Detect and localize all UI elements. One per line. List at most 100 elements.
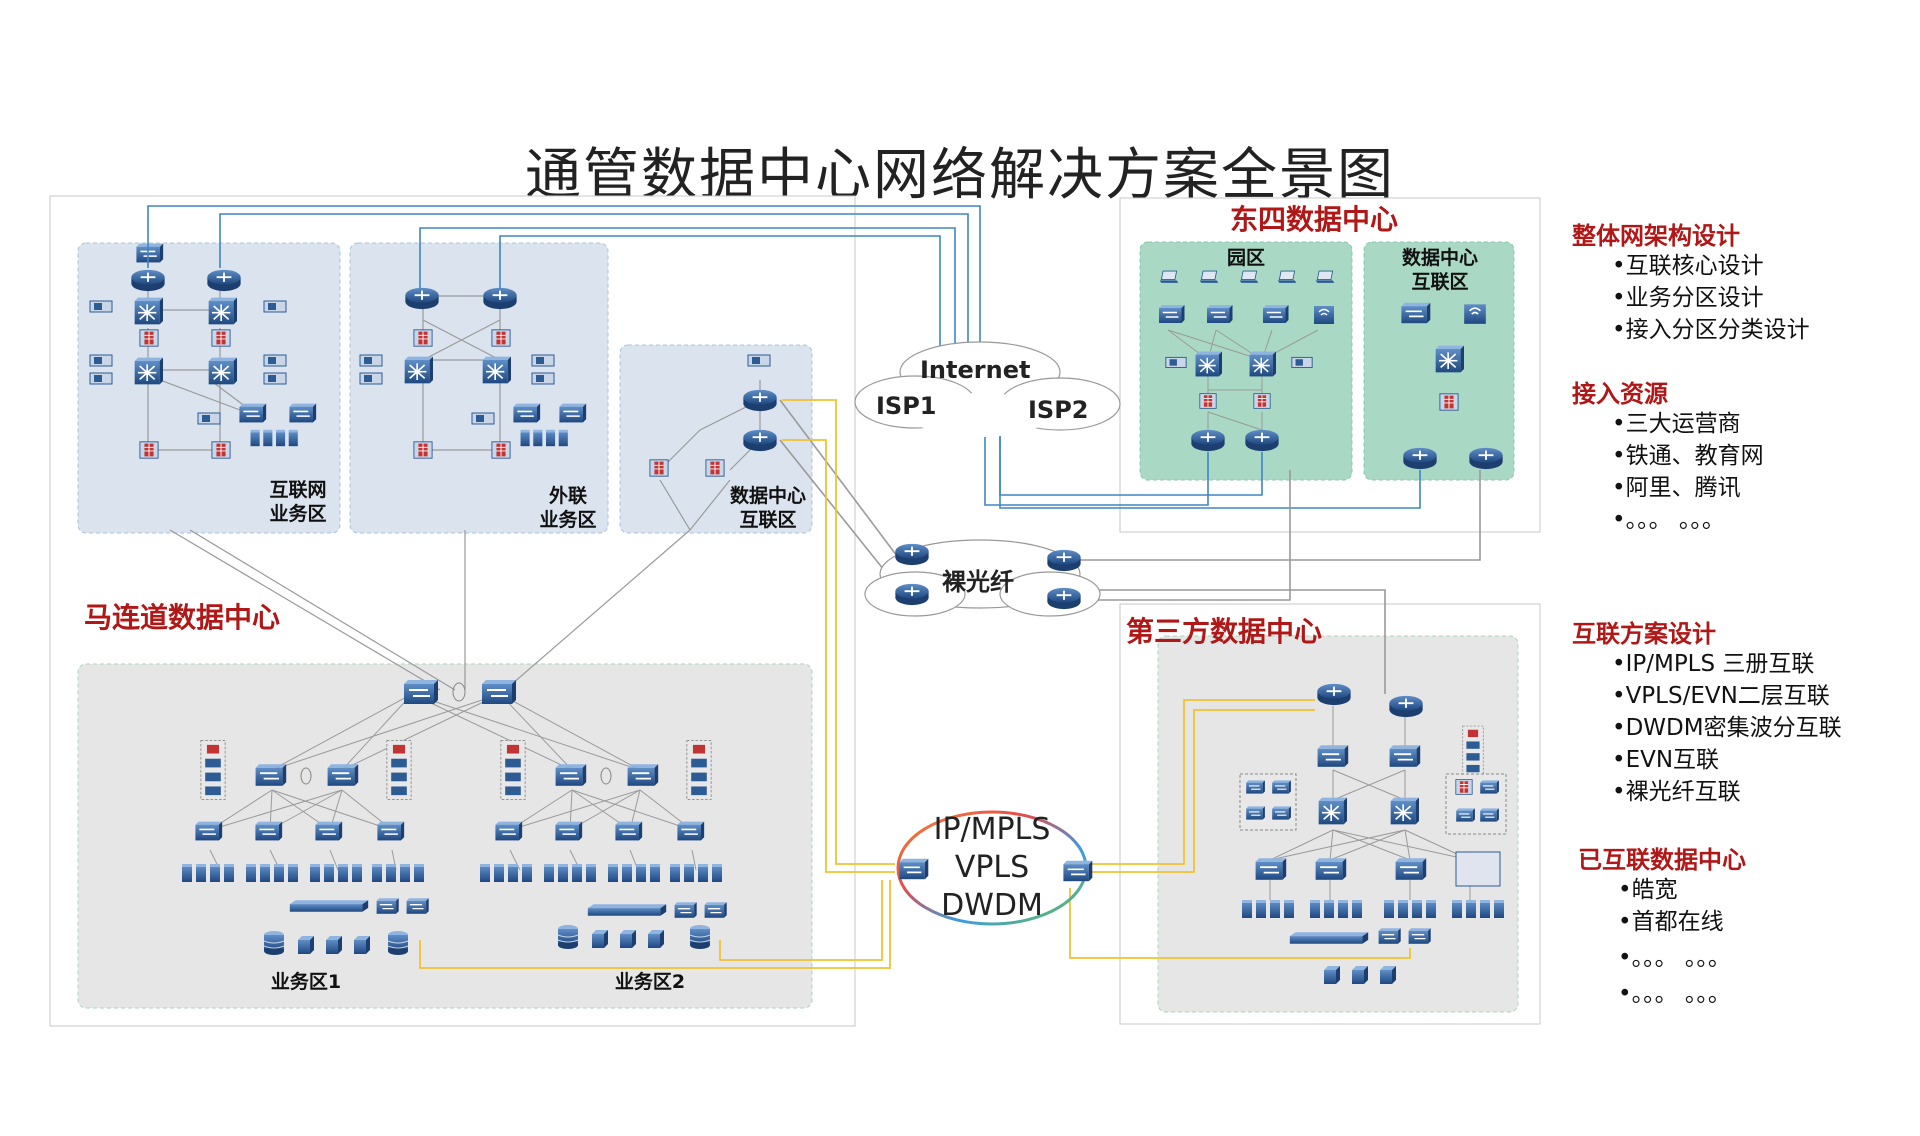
sidebar-item: •三大运营商 [1612,411,1741,437]
firewall-icon [1199,393,1217,409]
zone-campus [1139,241,1353,481]
zone-label-dc-interconnect-left: 数据中心 互联区 [729,485,806,531]
sidebar-item: •互联核心设计 [1612,253,1764,279]
storage-icon [387,930,409,956]
sidebar-item: •。。。 。。。 [1612,507,1725,533]
sidebar-item: •首都在线 [1618,909,1724,935]
sidebar-heading-connected-dcs: 已互联数据中心 [1578,846,1746,874]
cloud-label-isp2: ISP2 [1028,396,1089,424]
router-icon [1046,586,1082,610]
router-icon [894,542,930,566]
core-switch-icon [481,355,512,385]
router-icon [206,268,242,292]
ring-label-ip-mpls: IP/MPLS [933,812,1051,847]
campus-links [1167,329,1319,431]
ring-label-vpls: VPLS [954,850,1030,885]
sidebar-item: •EVN互联 [1612,747,1720,773]
access-point-icon [1313,305,1335,325]
cloud-label-isp1: ISP1 [876,392,937,420]
zone-label-campus: 园区 [1226,247,1265,269]
zone-external-business [349,242,609,534]
access-point-icon [1463,303,1487,325]
sidebar-item: •DWDM密集波分互联 [1612,715,1842,741]
firewall-icon [1253,393,1271,409]
firewall-icon [491,441,511,459]
sidebar-item: •VPLS/EVN二层互联 [1612,683,1830,709]
core-switch-icon [1434,344,1465,374]
storage-icon [557,924,579,950]
ring-label-dwdm: DWDM [941,888,1043,923]
zone-business-area [77,663,813,1009]
firewall-icon [211,329,231,347]
business-area-links [209,693,697,871]
sidebar-item: •铁通、教育网 [1612,443,1764,469]
firewall-icon [139,329,159,347]
firewall-icon [491,329,511,347]
storage-icon [263,930,285,956]
sidebar-item: •皓宽 [1618,877,1678,903]
router-icon [742,428,778,452]
laptop-icon [1239,270,1259,284]
core-switch-icon [133,296,164,326]
core-switch-icon [207,356,238,386]
router-icon [1402,446,1438,470]
core-switch-icon [133,356,164,386]
router-icon [1046,548,1082,572]
blue-links [147,205,1421,509]
gray-links [779,399,1481,694]
zone-label-business2: 业务区2 [614,971,686,993]
zone-label-dc-interconnect-right: 数据中心 互联区 [1401,247,1478,293]
aggregation-switch-icon [481,679,517,705]
firewall-icon [211,441,231,459]
sidebar-item: •接入分区分类设计 [1612,317,1810,343]
firewall-icon [705,459,725,477]
router-icon [1316,682,1352,706]
yellow-links [419,399,1411,969]
core-switch-icon [403,355,434,385]
sidebar-item: •阿里、腾讯 [1612,475,1741,501]
aggregation-switch-icon [403,679,439,705]
core-switch-icon [1389,796,1420,826]
cloud-label-dark-fiber: 裸光纤 [942,568,1014,596]
laptop-icon [1315,270,1335,284]
sidebar-heading-access-resources: 接入资源 [1572,380,1668,408]
router-icon [1468,446,1504,470]
sidebar-item: •。。。 。。。 [1618,981,1731,1007]
core-switch-icon [207,296,238,326]
zone-label-internet-business: 互联网 业务区 [269,479,327,525]
laptop-icon [1277,270,1297,284]
laptop-icon [1159,270,1179,284]
core-switch-icon [1194,350,1223,378]
internet-cloud [854,341,1121,437]
laptop-icon [1199,270,1219,284]
third-party-links [1269,706,1471,900]
firewall-icon [649,459,669,477]
dc-label-dongsi: 东四数据中心 [1230,203,1399,236]
router-icon [1190,428,1226,452]
sidebar-item: •裸光纤互联 [1612,779,1741,805]
zone-label-business1: 业务区1 [270,971,342,993]
sidebar-item: •IP/MPLS 三册互联 [1612,651,1815,677]
router-icon [1244,428,1280,452]
router-icon [135,242,164,264]
cloud-label-internet: Internet [920,356,1031,384]
router-icon [404,286,440,310]
router-icon [482,286,518,310]
router-icon [742,388,778,412]
firewall-icon [413,329,433,347]
firewall-icon [1439,393,1459,411]
storage-icon [689,924,711,950]
sidebar-item: •。。。 。。。 [1618,945,1731,971]
core-switch-icon [1317,796,1348,826]
zone-label-external-business: 外联 业务区 [539,485,597,531]
router-icon [1388,694,1424,718]
dc-label-maliandao: 马连道数据中心 [84,601,281,634]
router-icon [894,582,930,606]
router-icon [130,268,166,292]
core-switch-icon [1248,350,1277,378]
firewall-icon [139,441,159,459]
sidebar-heading-architecture: 整体网架构设计 [1572,222,1740,250]
sidebar-heading-interconnect-design: 互联方案设计 [1572,620,1716,648]
firewall-icon [413,441,433,459]
